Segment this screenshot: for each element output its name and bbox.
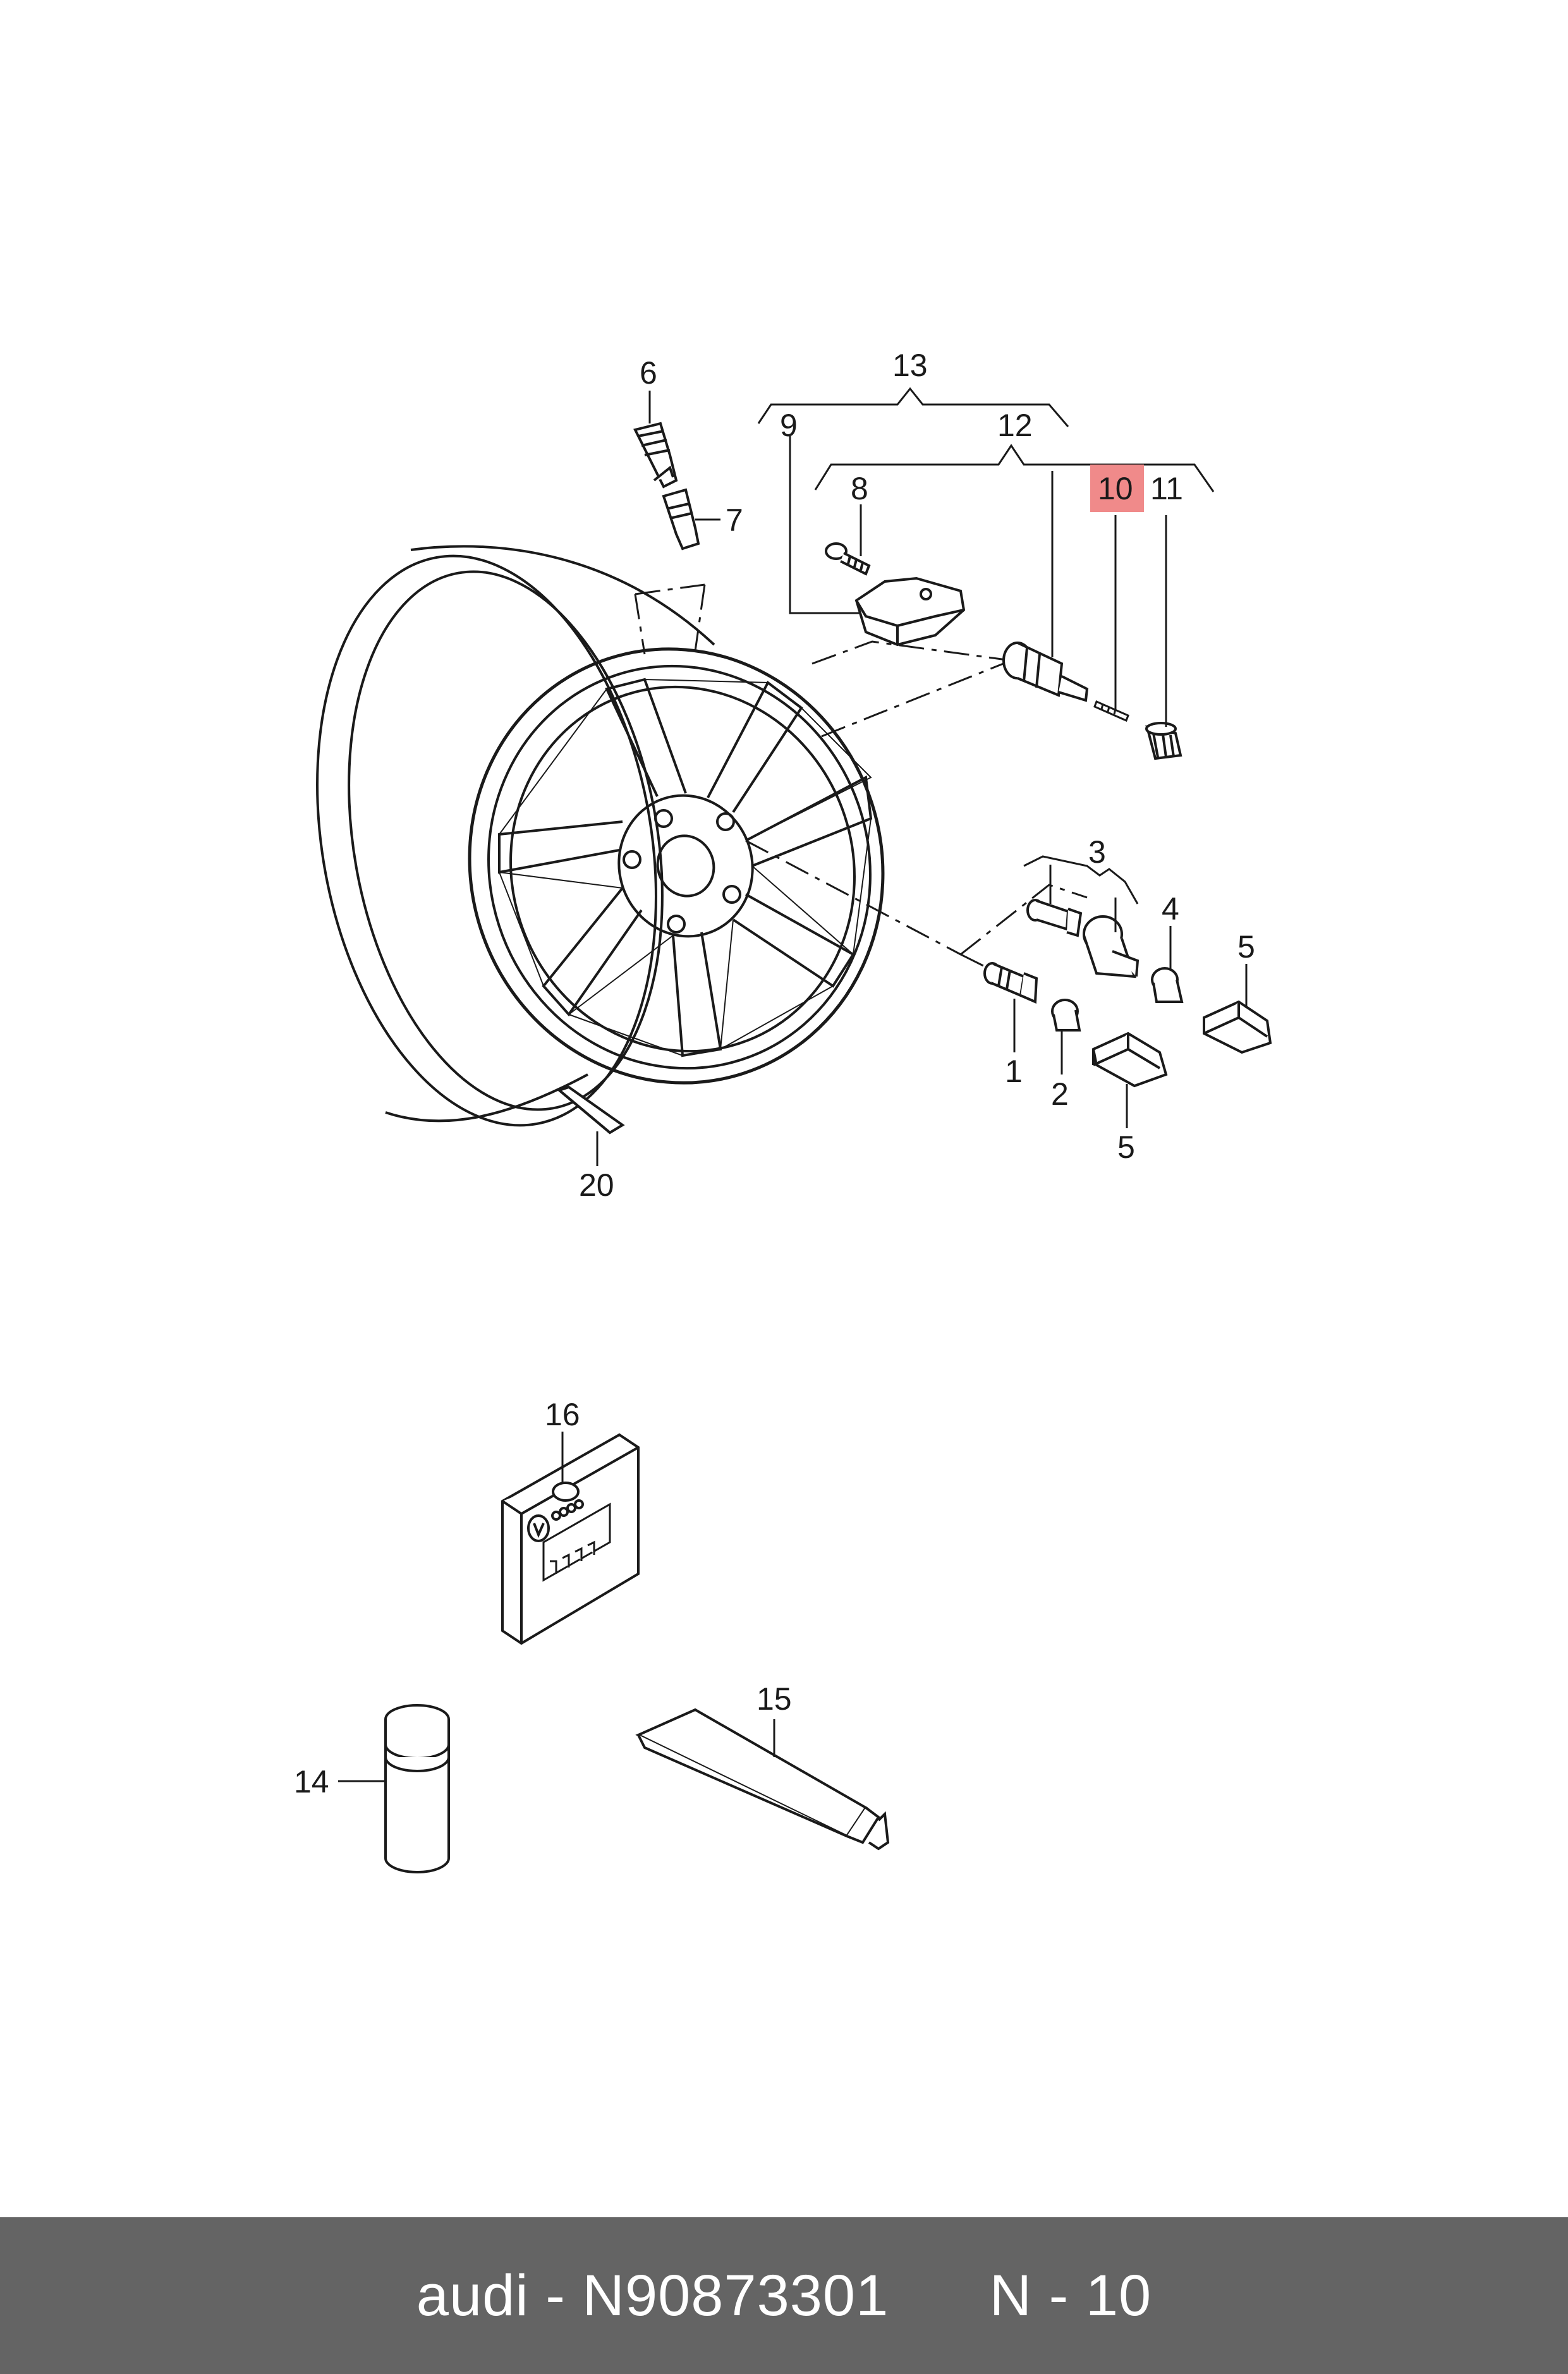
part-3-valve-assembly bbox=[1026, 899, 1140, 978]
label-13: 13 bbox=[892, 348, 928, 383]
part-12-valve-stem bbox=[1002, 642, 1089, 702]
label-16: 16 bbox=[545, 1397, 580, 1432]
alloy-wheel bbox=[316, 545, 885, 1127]
assembly-leader-lines bbox=[634, 583, 1088, 968]
label-8: 8 bbox=[851, 471, 868, 506]
part-5-cap-right bbox=[1203, 1000, 1272, 1054]
label-1: 1 bbox=[1005, 1054, 1023, 1089]
part-8-screw bbox=[825, 542, 871, 576]
label-11: 11 bbox=[1150, 471, 1183, 506]
part-5-cap-lower bbox=[1091, 1032, 1168, 1088]
label-5-right: 5 bbox=[1237, 929, 1255, 965]
highlight-box bbox=[1090, 465, 1144, 512]
parts-exploded-diagram: 6 7 8 9 13 12 10 11 3 4 5 1 2 5 20 16 14… bbox=[294, 348, 1272, 1873]
footer-separator: - bbox=[528, 2263, 583, 2328]
label-14: 14 bbox=[294, 1764, 329, 1799]
part-15-tube bbox=[635, 1708, 890, 1851]
part-14-spray-can bbox=[384, 1704, 450, 1873]
label-4: 4 bbox=[1162, 891, 1179, 927]
part-7-sleeve bbox=[662, 488, 700, 551]
part-20-balance-weight bbox=[556, 1085, 625, 1135]
part-info-footer: audi - N90873301 N - 10 bbox=[0, 2217, 1568, 2374]
part-6-valve bbox=[633, 422, 678, 489]
part-2-nut bbox=[1051, 999, 1081, 1032]
label-9: 9 bbox=[780, 408, 798, 443]
label-15: 15 bbox=[757, 1681, 792, 1717]
label-10: 10 bbox=[1098, 471, 1133, 506]
footer-position: N - 10 bbox=[989, 2263, 1152, 2328]
part-1-valve bbox=[983, 962, 1038, 1004]
part-16-kit-package bbox=[501, 1433, 640, 1645]
label-7: 7 bbox=[726, 502, 743, 538]
label-2: 2 bbox=[1051, 1076, 1069, 1112]
label-3: 3 bbox=[1088, 834, 1106, 870]
part-9-tpms-sensor bbox=[854, 576, 966, 647]
footer-gap bbox=[889, 2263, 989, 2329]
label-12: 12 bbox=[997, 408, 1033, 443]
part-11-valve-cap bbox=[1145, 722, 1182, 760]
label-5-lower: 5 bbox=[1117, 1129, 1135, 1165]
callout-leaders bbox=[338, 387, 1248, 1782]
footer-brand: audi bbox=[416, 2263, 529, 2328]
label-20: 20 bbox=[579, 1167, 614, 1203]
part-10-valve-core bbox=[1093, 700, 1129, 722]
footer-part-number: N90873301 bbox=[582, 2263, 889, 2328]
part-4-nut bbox=[1151, 967, 1184, 1003]
label-6: 6 bbox=[640, 355, 657, 391]
